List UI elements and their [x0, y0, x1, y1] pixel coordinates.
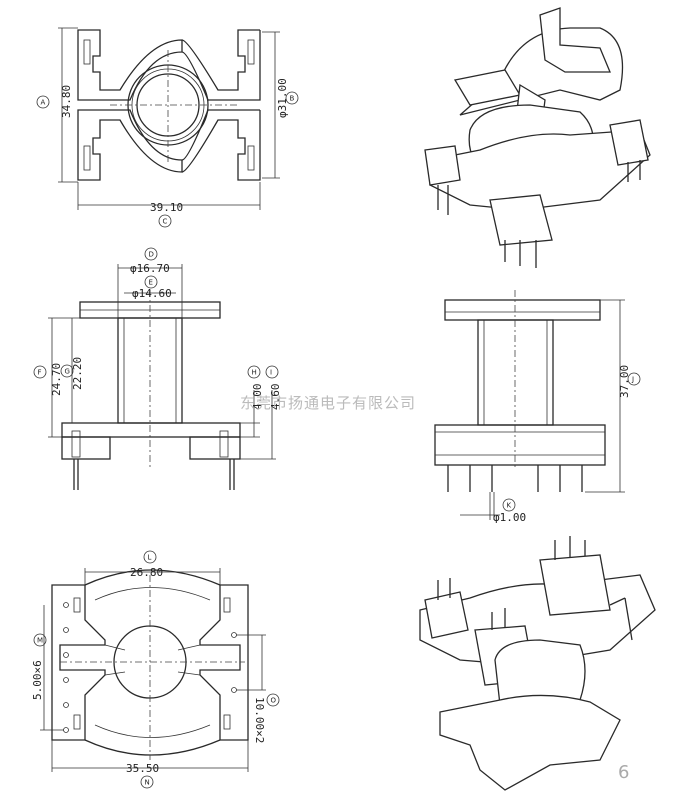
bottom-arc-inner [94, 724, 211, 738]
side-base [434, 424, 606, 466]
bottom-slot [73, 597, 81, 613]
label-i: I [270, 369, 272, 377]
pin-hole [63, 727, 69, 733]
dim-top-width: 39.10 [150, 201, 183, 214]
label-circle [627, 372, 641, 386]
label-d: D [149, 251, 154, 259]
top-view-slot [247, 39, 255, 65]
label-o: O [271, 697, 277, 705]
bottom-web [177, 671, 201, 676]
pin-hole [63, 652, 69, 658]
label-n: N [145, 779, 150, 787]
top-view-slot [83, 39, 91, 65]
iso-upper-arm [539, 7, 611, 73]
side-core [477, 319, 554, 426]
top-view: 34.80 A φ31.00 B 39.10 C [36, 27, 299, 228]
label-circle [144, 275, 158, 289]
label-circle [502, 498, 516, 512]
bottom-arc-top [84, 569, 221, 586]
bottom-outline [51, 584, 106, 741]
front-pin-seat [71, 430, 81, 458]
bottom-view: 26.80 L 5.00×6 M 10.00×2 O 35.50 N [31, 550, 280, 789]
label-a: A [41, 99, 46, 107]
iso2-pin [609, 597, 626, 606]
bottom-web [104, 644, 126, 651]
front-bottom-flange [61, 422, 241, 438]
label-circle [140, 775, 154, 789]
label-circle [36, 95, 50, 109]
top-view-outline-left-bottom [77, 109, 183, 181]
dim-d2: φ14.60 [132, 287, 172, 300]
dim-d1: φ16.70 [130, 262, 170, 275]
front-pin-block-left [61, 436, 111, 460]
dim-h1: 24.70 [50, 363, 63, 396]
pin-hole [63, 702, 69, 708]
label-g: G [65, 368, 70, 376]
isometric-top [424, 7, 651, 268]
dim-pitch-right: 10.00×2 [253, 697, 266, 743]
dim-top-height: 34.80 [60, 85, 73, 118]
dim-pin-dia: φ1.00 [493, 511, 526, 524]
pin-hole [231, 632, 237, 638]
top-view-slot [247, 145, 255, 171]
iso2-pin [624, 597, 633, 641]
iso-pin-block [424, 145, 461, 186]
bottom-arc-bottom [84, 739, 221, 756]
iso2-pin-block [424, 591, 469, 639]
side-view: 37.00 J φ1.00 K [434, 290, 641, 524]
iso2-pin-block [539, 554, 611, 616]
label-circle [144, 247, 158, 261]
bottom-web [104, 671, 126, 676]
top-view-outline-left [77, 29, 183, 101]
page-number: 6 [618, 762, 629, 783]
dim-bottom-width: 26.80 [130, 566, 163, 579]
label-circle [60, 364, 74, 378]
label-j: J [631, 376, 634, 384]
side-top-flange [444, 299, 601, 321]
pin-hole [63, 627, 69, 633]
label-circle [266, 693, 280, 707]
dim-pin-h1: 4.00 [251, 384, 264, 411]
iso-pin-block [489, 194, 553, 246]
front-view: φ16.70 D φ14.60 E 24.70 22.20 F G 4.00 4… [33, 247, 282, 490]
dim-h2: 22.20 [71, 357, 84, 390]
label-circle [33, 365, 47, 379]
isometric-bottom [419, 536, 656, 791]
pin-hole [63, 677, 69, 683]
label-circle [158, 214, 172, 228]
bottom-slot [223, 597, 231, 613]
iso-pin-block [609, 119, 649, 166]
bottom-slot [73, 714, 81, 730]
front-pin-seat [219, 430, 229, 458]
dim-bottom-overall: 35.50 [126, 762, 159, 775]
label-l: L [148, 554, 152, 562]
label-circle [143, 550, 157, 564]
label-k: K [507, 502, 512, 510]
bottom-arc-inner [94, 587, 211, 601]
label-circle [247, 365, 261, 379]
label-e: E [149, 279, 153, 287]
front-pin-block-right [189, 436, 241, 460]
bottom-slot [223, 714, 231, 730]
label-h: H [252, 369, 257, 377]
watermark-text: 东莞市扬通电子有限公司 [240, 394, 416, 412]
dim-top-diameter: φ31.00 [276, 78, 289, 118]
dim-side-height: 37.00 [618, 365, 631, 398]
pin-hole [63, 602, 69, 608]
label-m: M [37, 637, 43, 645]
bottom-web [177, 644, 201, 651]
dim-pin-h2: 4.60 [269, 384, 282, 411]
iso-lower-flange [429, 129, 651, 211]
label-b: B [290, 95, 295, 103]
label-circle [285, 91, 299, 105]
label-c: C [163, 218, 168, 226]
top-view-slot [83, 145, 91, 171]
pin-hole [231, 687, 237, 693]
dim-pitch-left: 5.00×6 [31, 660, 44, 700]
label-circle [33, 633, 47, 647]
iso2-lower-flange [439, 694, 621, 791]
label-f: F [38, 369, 42, 377]
label-circle [265, 365, 279, 379]
